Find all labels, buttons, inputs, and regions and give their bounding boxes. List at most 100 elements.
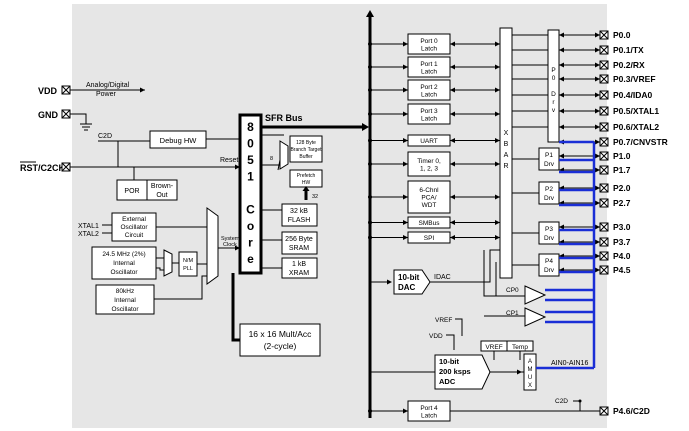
amux-char: X [528,383,532,389]
ext-osc-label-3: Circuit [125,232,144,239]
right-pin-2: P0.2/RX [512,60,645,70]
adc-block [434,354,491,390]
peripheral-label: Latch [421,68,437,75]
branch-buffer-label-3: Buffer [299,154,313,160]
xbar-char: R [503,163,508,170]
int-osc-label-3: Oscillator [110,269,138,276]
adc-label-1: 10-bit [439,357,460,366]
power-note-2: Power [96,91,117,98]
peripheral-label: UART [420,138,438,145]
amux-block [523,353,537,391]
dac-label-2: DAC [398,283,416,292]
drv-label: Drv [544,161,555,168]
branch-buffer-label-1: 128 Byte [296,140,316,146]
ext-osc-label-1: External [122,216,146,223]
right-pin-label: P0.0 [613,30,631,40]
brownout-label-2: Out [156,192,167,199]
flash-label-2: FLASH [288,217,311,224]
branch-buffer-block [289,135,323,163]
dac-block [393,269,431,295]
peripheral-label: Latch [421,45,437,52]
xbar-char: X [504,130,509,137]
sfr-bus-label: SFR Bus [265,113,303,123]
right-pin-5: P0.5/XTAL1 [512,106,659,116]
xtal1-label: XTAL1 [78,223,99,230]
khz-osc-label-1: 80kHz [116,288,134,295]
pll-label-1: N/M [183,258,194,264]
c2d-label: C2D [98,133,112,140]
right-pin-label: P1.0 [613,151,631,161]
peripheral-label: PCA/ [421,195,436,202]
peripheral-4: UART [368,134,500,147]
peripheral-label: Latch [421,412,437,419]
mult-acc-label-1: 16 x 16 Mult/Acc [249,329,313,339]
p0drv-char: P [551,67,555,74]
xram-block [281,257,318,279]
xbar-char: A [504,152,509,159]
peripheral-label: SPI [424,235,435,242]
drv-label: P2 [545,186,553,193]
ext-osc-label-2: Oscillator [120,224,148,231]
right-pin-label: P0.2/RX [613,60,645,70]
chip-body [72,4,607,428]
mult-acc-block [239,323,321,357]
core-char: C [246,203,255,217]
peripheral-label: Latch [421,115,437,122]
xtal2-label: XTAL2 [78,231,99,238]
right-pin-3: P0.3/VREF [512,74,656,84]
pin-vdd: VDD Analog/Digital Power [38,82,145,98]
peripheral-label: Port 4 [420,405,438,412]
drv-label: Drv [544,235,555,242]
peripheral-label: Timer 0, [417,158,441,165]
right-pin-label: P3.0 [613,222,631,232]
khz-osc-label-3: Oscillator [111,306,139,313]
sysclk-mux [206,207,219,285]
khz-osc-label-2: Internal [114,297,136,304]
right-pin-label: P3.7 [613,237,631,247]
cp0-label: CP0 [506,287,519,294]
peripheral-label: Latch [421,91,437,98]
p0drv-char: v [552,107,556,114]
right-pin-label: P2.7 [613,198,631,208]
prefetch-label-1: Prefetch [297,173,316,179]
temp-box-label: Temp [512,344,528,351]
right-pin-label: P0.7/CNVSTR [613,137,668,147]
pin-rst-label: RST/C2CK [20,163,66,173]
ext-osc-block [111,212,157,242]
int-osc-label-2: Internal [113,260,135,267]
right-pin-4: P0.4/IDA0 [512,90,652,100]
brownout-block [146,179,178,201]
debug-hw-label: Debug HW [160,136,198,145]
adc-label-3: ADC [439,377,456,386]
drv-label: P4 [545,258,553,265]
right-pin-label: P0.5/XTAL1 [613,106,659,116]
mult-acc-label-2: (2-cycle) [264,341,297,351]
flash-label-1: 32 kB [290,208,308,215]
pin-gnd-label: GND [38,110,59,120]
core-8051 [238,113,263,275]
right-pin-label: P0.3/VREF [613,74,656,84]
peripheral-label: WDT [422,202,437,209]
core-char: 5 [247,153,254,167]
core-char: 0 [247,137,254,151]
right-pin-label: P4.0 [613,251,631,261]
drv-label: Drv [544,195,555,202]
sram-label-1: 256 Byte [285,236,313,243]
int-osc-block [91,246,157,280]
idac-label: IDAC [434,274,451,281]
drv-label: P1 [545,152,553,159]
peripheral-label: 6-Chnl [419,187,439,194]
